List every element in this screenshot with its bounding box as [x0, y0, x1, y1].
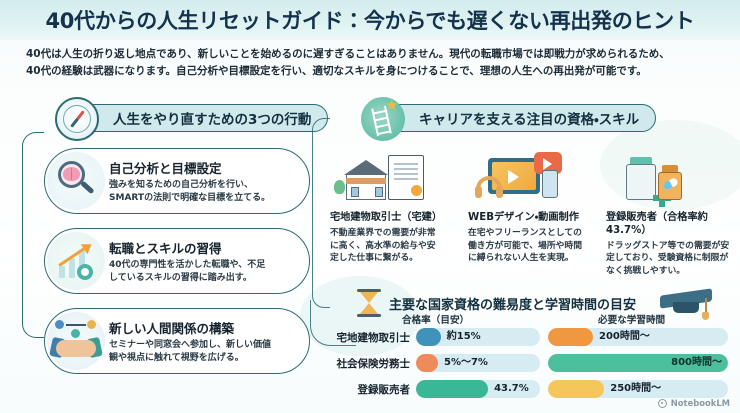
- pass-rate-value: 5%〜7%: [444, 357, 488, 368]
- action-title: 自己分析と目標設定: [109, 160, 222, 176]
- study-hours-value: 250時間〜: [610, 383, 662, 394]
- qualification-desc-line-3: に縛られない人生を実現。: [468, 253, 574, 264]
- study-hours-track: 800時間〜: [548, 354, 728, 372]
- action-desc-line-1: 40代の専門性を活かした転職や、不足: [109, 259, 266, 270]
- pass-rate-bar: [416, 328, 441, 346]
- chart-row-registered-seller: 登録販売者 43.7% 250時間〜: [330, 378, 734, 400]
- action-desc-line-2: 観や視点に触れて視野を広げる。: [109, 352, 244, 363]
- row-label: 宅地建物取引士: [336, 331, 411, 344]
- qualification-desc-line-1: ドラッグストア等での需要が安: [606, 240, 730, 251]
- chart-title: 主要な国家資格の難易度と学習時間の目安: [389, 297, 637, 313]
- action-desc-line-1: セミナーや同窓会へ参加し、新しい価値: [109, 339, 272, 350]
- action-title: 転職とスキルの習得: [109, 240, 222, 256]
- pass-rate-value: 約15%: [446, 331, 481, 342]
- qualification-card-registered-seller[interactable]: 登録販売者（合格率約43.7%） ドラッグストア等での需要が安 定しており、受験…: [606, 150, 734, 278]
- action-card-relationships[interactable]: 新しい人間関係の構築 セミナーや同窓会へ参加し、新しい価値 観や視点に触れて視野…: [44, 308, 310, 374]
- study-hours-track: 200時間〜: [548, 328, 728, 346]
- compass-icon: [55, 97, 99, 141]
- qualification-title: 登録販売者（合格率約43.7%）: [606, 212, 708, 236]
- chart-row-takken: 宅地建物取引士 約15% 200時間〜: [330, 326, 734, 348]
- column-header-pass-rate: 合格率（目安）: [402, 315, 470, 326]
- qualification-desc-line-1: 不動産業界での需要が非常: [330, 227, 436, 238]
- ladder-star-icon: ★: [361, 97, 405, 141]
- notebooklm-watermark: NotebookLM: [657, 398, 730, 408]
- chart-header: 主要な国家資格の難易度と学習時間の目安: [356, 288, 636, 318]
- magnifier-brain-icon: [47, 152, 105, 210]
- row-label: 社会保険労務士: [336, 357, 411, 370]
- title-band: 40代からの人生リセットガイド：今からでも遅くない再出発のヒント: [0, 0, 740, 40]
- study-hours-bar: [548, 354, 728, 372]
- study-hours-value: 200時間〜: [599, 331, 650, 342]
- pass-rate-bar: [416, 380, 489, 398]
- action-text: 新しい人間関係の構築 セミナーや同窓会へ参加し、新しい価値 観や視点に触れて視野…: [105, 318, 279, 365]
- qualification-desc-line-3: 定した仕事に繋がる。: [330, 253, 418, 264]
- qualification-desc-line-2: 定しており、受験資格に制限が: [606, 253, 729, 264]
- pass-rate-track: 約15%: [416, 328, 540, 346]
- qualification-desc-line-2: に高く、高水準の給与や安: [330, 240, 436, 251]
- column-header-study-hours: 必要な学習時間: [598, 315, 666, 326]
- study-hours-bar: [548, 380, 605, 398]
- study-hours-bar: [548, 328, 593, 346]
- video-design-icon: [468, 150, 596, 206]
- qualification-title: WEBデザイン・動画制作: [468, 212, 579, 223]
- left-section-header: 人生をやり直すための3つの行動: [55, 97, 329, 141]
- action-card-career-change[interactable]: 転職とスキルの習得 40代の専門性を活かした転職や、不足 しているスキルの習得に…: [44, 228, 310, 294]
- intro-paragraph: 40代は人生の折り返し地点であり、新しいことを始めるのに遅すぎることはありません…: [26, 46, 718, 80]
- study-hours-value: 800時間〜: [671, 357, 722, 368]
- action-text: 転職とスキルの習得 40代の専門性を活かした転職や、不足 しているスキルの習得に…: [105, 238, 273, 285]
- qualification-title: 宅地建物取引士（宅建）: [330, 212, 443, 223]
- left-section-label: 人生をやり直すための3つの行動: [113, 112, 312, 128]
- chart-rows: 宅地建物取引士 約15% 200時間〜 社会保険労務士 5%〜7% 800時間〜…: [330, 326, 734, 404]
- qualification-card-webdesign[interactable]: WEBデザイン・動画制作 在宅やフリーランスとしての 働き方が可能で、場所や時間…: [468, 150, 596, 278]
- qualification-desc-line-2: 働き方が可能で、場所や時間: [468, 240, 583, 251]
- right-connector-line: [312, 118, 330, 308]
- house-document-icon: [330, 150, 458, 206]
- right-section-header: ★ キャリアを支える注目の資格・スキル: [361, 97, 657, 141]
- action-desc-line-2: しているスキルの習得に踏み出す。: [109, 272, 252, 283]
- chart-row-sharoushi: 社会保険労務士 5%〜7% 800時間〜: [330, 352, 734, 374]
- right-section-label: キャリアを支える注目の資格・スキル: [419, 112, 640, 128]
- row-label: 登録販売者: [357, 383, 411, 396]
- pass-rate-value: 43.7%: [494, 383, 529, 394]
- qualification-desc-line-3: なく挑戦しやすい。: [606, 266, 686, 276]
- table-connector-line: [310, 300, 356, 346]
- intro-line-1: 40代は人生の折り返し地点であり、新しいことを始めるのに遅すぎることはありません…: [26, 48, 670, 60]
- graduation-cap-icon: [660, 286, 714, 320]
- pass-rate-track: 43.7%: [416, 380, 540, 398]
- handshake-icon: [47, 312, 105, 370]
- action-card-self-analysis[interactable]: 自己分析と目標設定 強みを知るための自己分析を行い、 SMARTの法則で明確な目…: [44, 148, 310, 214]
- growth-arrow-gear-icon: [47, 232, 105, 290]
- medicine-bottles-icon: [606, 150, 734, 207]
- action-text: 自己分析と目標設定 強みを知るための自己分析を行い、 SMARTの法則で明確な目…: [105, 158, 278, 205]
- pass-rate-bar: [416, 354, 438, 372]
- pass-rate-track: 5%〜7%: [416, 354, 540, 372]
- hourglass-icon: [356, 288, 382, 318]
- qualification-desc-line-1: 在宅やフリーランスとしての: [468, 227, 582, 238]
- action-desc-line-2: SMARTの法則で明確な目標を立てる。: [109, 192, 271, 203]
- qualification-cards: 宅地建物取引士（宅建） 不動産業界での需要が非常 に高く、高水準の給与や安 定し…: [330, 150, 734, 278]
- intro-line-2: 40代の経験は武器になります。自己分析や目標設定を行い、適切なスキルを身につける…: [26, 65, 647, 77]
- study-hours-track: 250時間〜: [548, 380, 728, 398]
- watermark-label: NotebookLM: [670, 398, 730, 408]
- qualification-card-takken[interactable]: 宅地建物取引士（宅建） 不動産業界での需要が非常 に高く、高水準の給与や安 定し…: [330, 150, 458, 278]
- notebooklm-logo-icon: [657, 398, 667, 408]
- left-connector-line: [22, 132, 44, 338]
- action-title: 新しい人間関係の構築: [109, 320, 235, 336]
- page-title: 40代からの人生リセットガイド：今からでも遅くない再出発のヒント: [45, 9, 695, 33]
- action-desc-line-1: 強みを知るための自己分析を行い、: [109, 179, 254, 190]
